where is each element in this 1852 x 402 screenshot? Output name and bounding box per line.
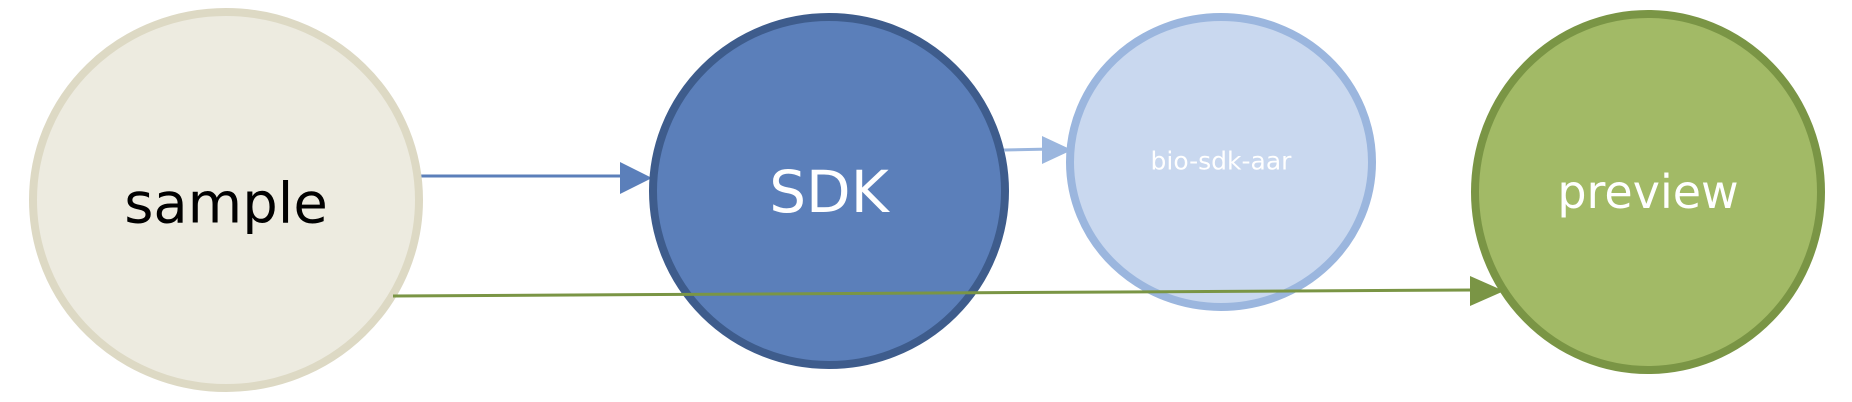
arrow-sample-to-preview (392, 276, 1504, 306)
node-bio-sdk-aar: bio-sdk-aar (1066, 13, 1376, 311)
node-sdk: SDK (649, 13, 1009, 369)
node-preview-label: preview (1557, 165, 1738, 219)
node-bio-sdk-aar-label: bio-sdk-aar (1151, 147, 1293, 176)
arrow-sdk-to-bio-sdk-aar (1003, 136, 1072, 164)
node-sample: sample (29, 8, 423, 392)
node-sample-label: sample (124, 172, 328, 237)
arrow-sample-to-sdk (418, 162, 652, 194)
node-preview: preview (1471, 10, 1825, 374)
node-sdk-label: SDK (769, 158, 890, 226)
